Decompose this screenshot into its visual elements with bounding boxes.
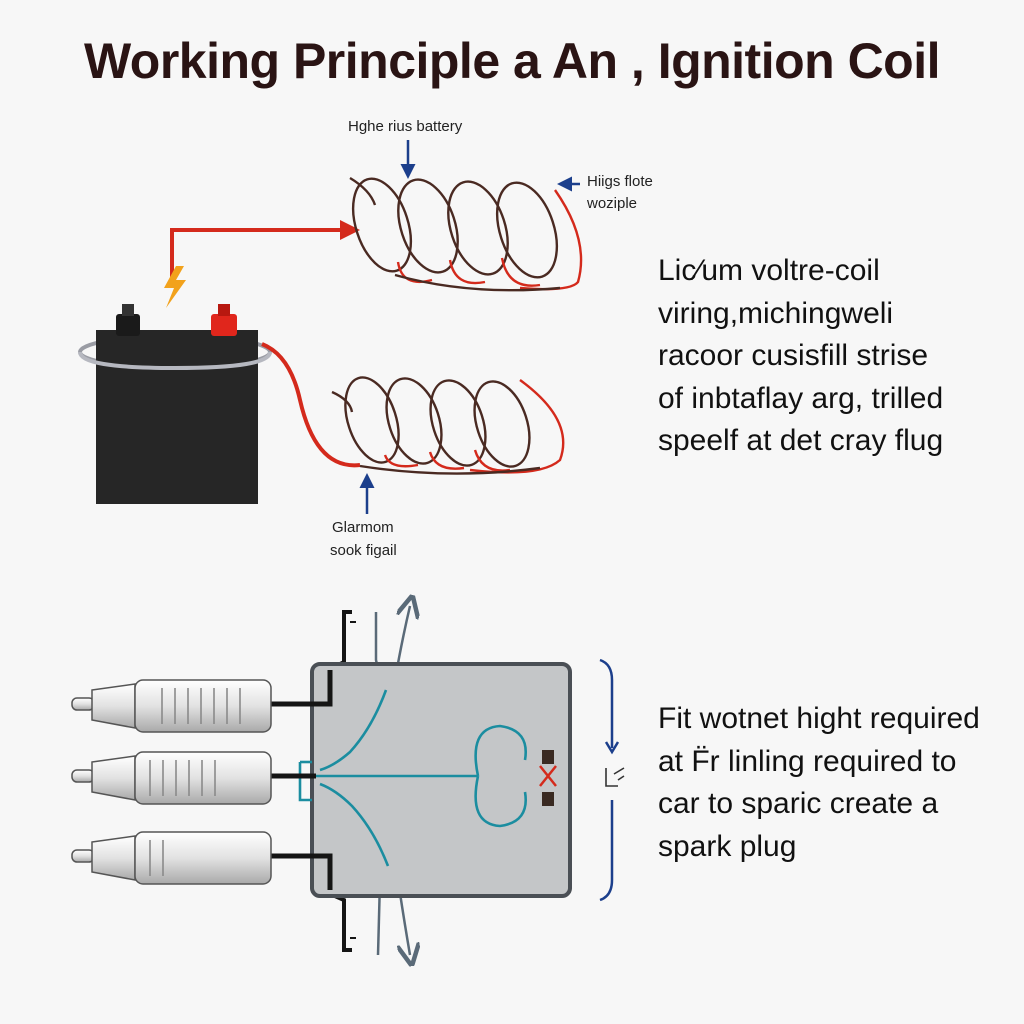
right-coil-label-line-2: woziple (587, 195, 638, 212)
battery (78, 304, 272, 504)
upper-line-1: Lic⁄um voltre-coil (658, 254, 880, 287)
lower-line-4: spark plug (658, 829, 797, 863)
primary-wire-bottom (261, 342, 361, 468)
lower-description: Fit wotnet hight required at F̈r linling… (658, 698, 1020, 868)
lower-line-2: at F̈r linling required to (658, 744, 957, 778)
coil-box (310, 662, 572, 898)
bottom-coil-label-line-2: sook figail (330, 542, 397, 559)
top-coil-label: Hghe rius battery (348, 118, 463, 135)
lower-line-3: car to sparic create a (658, 787, 939, 820)
primary-wire-top (170, 220, 360, 285)
lower-line-1: Fit wotnet hight required (658, 702, 980, 735)
voltage-bracket (599, 658, 620, 902)
page-title: Working Principle a An , Ignition Coil (83, 33, 941, 89)
spark-plug-3 (71, 831, 272, 885)
upper-description: Lic⁄um voltre-coil viring,michingweli ra… (658, 250, 1018, 463)
terminal-top (327, 610, 352, 672)
plug-wire-1 (270, 670, 333, 707)
bottom-coil-label-line-1: Glarmom (332, 519, 394, 536)
upper-line-2: viring,michingweli (658, 296, 894, 330)
secondary-coil (331, 376, 565, 475)
primary-coil (349, 176, 583, 292)
internal-wiring (298, 689, 528, 867)
spark-plug-2 (71, 751, 272, 805)
bracket-mark-icon (605, 767, 625, 787)
right-coil-label-line-1: Hiigs flote (587, 173, 653, 190)
plug-wire-3 (270, 853, 333, 890)
spark-gap (539, 750, 557, 806)
lightning-bolt-icon (164, 266, 186, 308)
upper-line-5: speelf at det cray flug (658, 424, 944, 457)
spark-plug-1 (71, 679, 272, 733)
upper-line-3: racoor cusisfill strise (658, 339, 929, 372)
terminal-bottom (327, 891, 352, 952)
upper-line-4: of inbtaflay arg, trilled (658, 381, 944, 415)
